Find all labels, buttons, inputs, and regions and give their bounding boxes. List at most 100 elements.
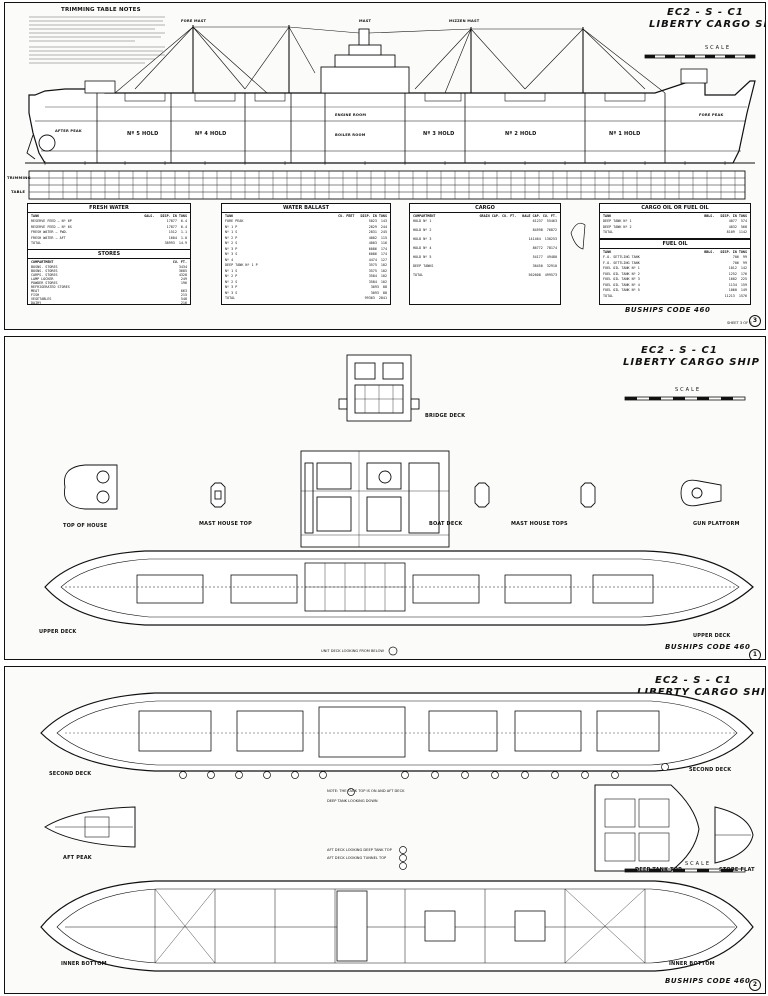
sheet-lower-decks: EC2 - S - C1 LIBERTY CARGO SHIP bbox=[4, 666, 766, 994]
water-ballast-row-label: Nº 2 P bbox=[225, 235, 238, 240]
fresh-water-row-value: 17877 bbox=[166, 224, 177, 229]
cargo-row-value: 130253 bbox=[544, 237, 557, 241]
cargo-row-value: 76872 bbox=[546, 228, 557, 232]
cargo-row-label: TOTAL bbox=[413, 273, 424, 277]
fuel-oil-row-value: 225 bbox=[740, 277, 747, 281]
stores-row-value: 216 bbox=[180, 301, 187, 305]
water-ballast-row-value: 3575 bbox=[368, 268, 377, 273]
fuel-oil-row-label: TOTAL bbox=[603, 293, 614, 298]
fuel-oil-row-value: 11213 bbox=[724, 293, 735, 298]
sheet3-bureau-code: BUSHIPS CODE 460 bbox=[665, 977, 751, 985]
sheet2-scale-label: SCALE bbox=[675, 387, 702, 393]
fuel-oil-row-value: 99 bbox=[742, 255, 747, 259]
label-inner-bottom-right: INNER BOTTOM bbox=[669, 961, 715, 967]
sheet1-scale-label: SCALE bbox=[705, 45, 732, 51]
label-main-mast: MAST bbox=[359, 19, 372, 23]
water-ballast-row-value: 6086 bbox=[368, 252, 377, 256]
water-ballast-row-value: 115 bbox=[380, 235, 387, 240]
water-ballast-row-label: Nº 1 S bbox=[225, 268, 238, 273]
water-ballast-row-value: 4003 bbox=[368, 241, 377, 245]
label-hold-1: Nº 1 HOLD bbox=[609, 131, 641, 137]
water-ballast-row-label: Nº 2 P bbox=[225, 274, 238, 278]
water-ballast-row-value: 3093 bbox=[370, 290, 379, 295]
sheet-profile-and-tables: TRIMMING TABLE NOTES EC2 - S - C1 LIBERT… bbox=[4, 2, 766, 330]
fuel-oil-row-value: 1252 bbox=[728, 271, 737, 276]
label-engine-room: ENGINE ROOM bbox=[335, 113, 367, 117]
label-gun-platform: GUN PLATFORM bbox=[693, 521, 740, 527]
sheet1-sheet-number: SHEET 3 OF 3 bbox=[727, 321, 752, 325]
water-ballast-row-value: 102 bbox=[380, 268, 387, 273]
label-fore-peak: FORE PEAK bbox=[699, 113, 724, 117]
fuel-oil-row-label: FUEL OIL TANK Nº 3 bbox=[603, 277, 640, 281]
fuel-oil-row-value: 706 bbox=[732, 255, 739, 259]
fuel-oil-row-label: FUEL OIL TANK Nº 2 bbox=[603, 271, 640, 276]
fuel-oil-row-value: 99 bbox=[742, 260, 747, 265]
label-hold-3: Nº 3 HOLD bbox=[423, 131, 455, 137]
cargo-row-label: HOLD Nº 5 bbox=[413, 255, 432, 259]
sheet3-scale-label: SCALE bbox=[685, 861, 712, 867]
stores-row-label: MEAT bbox=[31, 289, 40, 293]
fuel-oil-title: FUEL OIL bbox=[600, 240, 750, 249]
water-ballast-row-value: 3584 bbox=[368, 274, 377, 278]
fresh-water-title: FRESH WATER bbox=[28, 204, 190, 213]
stores-row-value: 663 bbox=[180, 289, 187, 293]
cargo-row-value: 32910 bbox=[546, 264, 557, 268]
sheet2-bureau-code: BUSHIPS CODE 460 bbox=[665, 643, 751, 651]
stores-row-label: CARPS. STORES bbox=[31, 273, 58, 277]
cargo-oil-title: CARGO OIL OR FUEL OIL bbox=[600, 204, 750, 213]
label-boat-deck: BOAT DECK bbox=[429, 521, 463, 527]
fresh-water-row-label: FRESH WATER — FWD. bbox=[31, 230, 68, 234]
fuel-oil-row-value: 706 bbox=[732, 260, 739, 265]
label-store-flat: STORE FLAT bbox=[719, 867, 755, 873]
water-ballast-row-label: FORE PEAK bbox=[225, 219, 244, 223]
water-ballast-row-value: 4474 bbox=[368, 257, 377, 262]
sheet2-circle-number: 1 bbox=[749, 649, 761, 659]
cargo-oil-row-label: TOTAL bbox=[603, 230, 614, 234]
cargo-row-label: HOLD Nº 3 bbox=[413, 237, 432, 241]
water-ballast-row-value: 245 bbox=[380, 230, 387, 234]
cargo-row-value: 84598 bbox=[532, 228, 543, 232]
label-table: TABLE bbox=[11, 189, 26, 194]
water-ballast-row-label: Nº 4 bbox=[225, 257, 234, 262]
cargo-row-label: DEEP TANKS bbox=[413, 264, 434, 268]
cargo-row-value: 562608 bbox=[528, 273, 541, 277]
sheet1-title-line2: LIBERTY CARGO SHIP bbox=[649, 19, 765, 30]
fuel-oil-row-value: 1134 bbox=[728, 282, 737, 287]
water-ballast-row-value: 102 bbox=[380, 263, 387, 267]
water-ballast-row-value: 102 bbox=[380, 279, 387, 284]
fuel-oil-row-value: 142 bbox=[740, 266, 747, 270]
cargo-row-value: 55463 bbox=[546, 219, 557, 223]
water-ballast-row-value: 116 bbox=[380, 241, 387, 245]
stores-row-label: BOSNS. STORES bbox=[31, 269, 58, 273]
fuel-oil-row-value: 1060 bbox=[728, 288, 737, 292]
fresh-water-row-label: RESERVE FEED — Nº 6S bbox=[31, 224, 72, 229]
sheet3-circle-number: 2 bbox=[749, 979, 761, 991]
cargo-row-value: 36450 bbox=[532, 264, 543, 268]
trimming-notes-title: TRIMMING TABLE NOTES bbox=[61, 7, 141, 13]
cargo-oil-row-value: 1142 bbox=[738, 230, 747, 234]
sheet-upper-decks: EC2 - S - C1 LIBERTY CARGO SHIP SCALE bbox=[4, 336, 766, 660]
water-ballast-title: WATER BALLAST bbox=[222, 204, 390, 213]
small-section-sketch bbox=[570, 222, 586, 250]
